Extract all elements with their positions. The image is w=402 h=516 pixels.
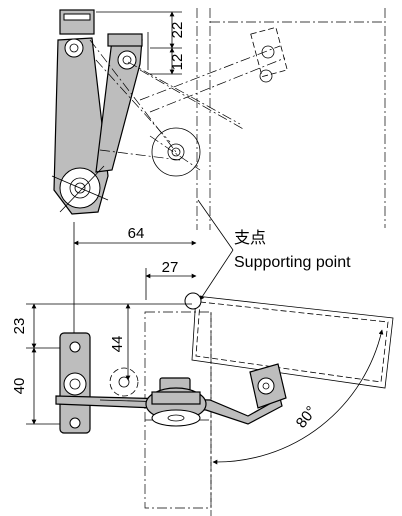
- supporting-point-label-jp: 支点: [234, 229, 266, 247]
- dimension-64: 64: [128, 225, 145, 242]
- dimension-22: 22: [169, 22, 186, 39]
- top-view: 22 12: [51, 8, 386, 230]
- front-view: 23 40 44 80°: [11, 292, 394, 516]
- angle-80-deg: 80°: [293, 403, 320, 431]
- hinge-arm-left: [53, 37, 109, 215]
- dimension-23: 23: [11, 318, 28, 335]
- dimension-40: 40: [11, 378, 28, 395]
- dimension-44: 44: [109, 336, 126, 353]
- horizontal-dimensions: 64 27: [73, 199, 234, 345]
- dimension-12: 12: [169, 54, 186, 71]
- dimension-27: 27: [162, 259, 179, 276]
- supporting-point-label-en: Supporting point: [234, 254, 351, 271]
